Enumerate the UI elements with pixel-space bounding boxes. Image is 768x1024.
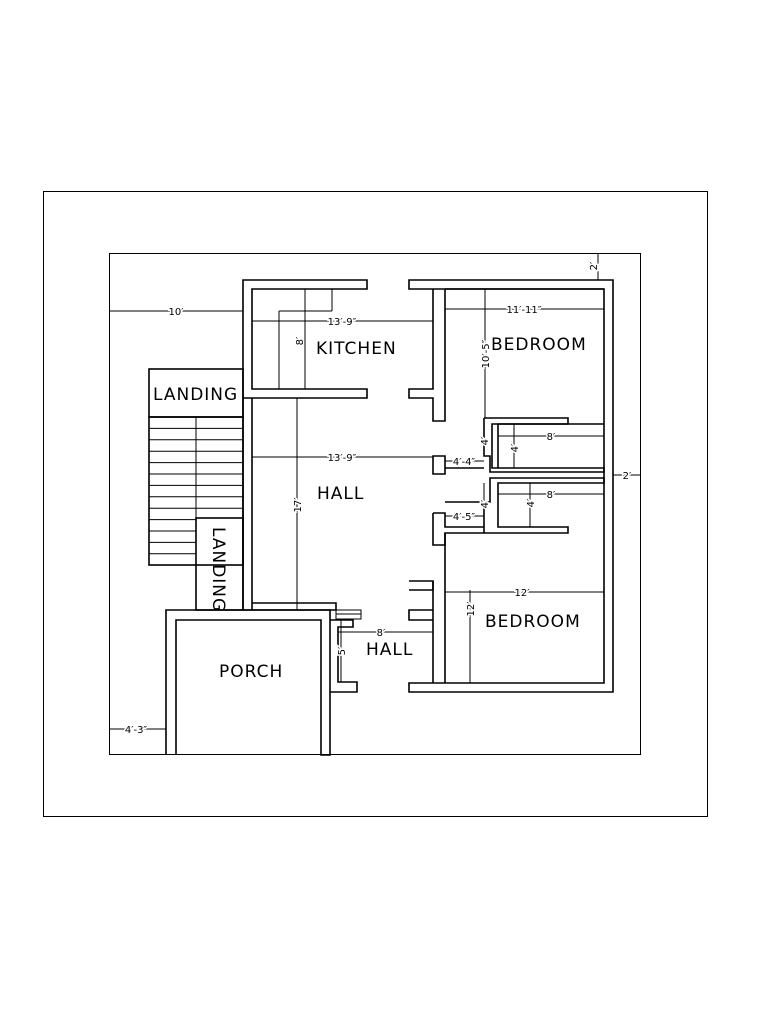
room-label-porch: PORCH [219, 662, 283, 682]
passage-upper-wall [432, 455, 446, 475]
small-hall-wall [330, 619, 358, 693]
dim-kitchen-depth: 8′ [295, 336, 306, 345]
stair-treads [149, 427, 243, 555]
bedroom-bottom-partition [409, 533, 446, 683]
dim-hall-width: 13′-9″ [328, 453, 357, 464]
bedroom-bottom-door [408, 581, 434, 621]
room-label-landing-side: LANDING [208, 527, 228, 612]
dim-toilet-lower-door: 4′ [480, 499, 491, 508]
dim-small-hall-depth: 5′ [337, 646, 348, 655]
room-label-hall-main: HALL [317, 484, 364, 504]
room-label-bedroom-bottom: BEDROOM [485, 612, 581, 632]
room-label-landing-top: LANDING [153, 385, 238, 405]
kitchen-wall [242, 279, 368, 399]
dim-bedroom-bottom-depth: 12′ [466, 601, 477, 617]
dim-toilet-upper-door: 4′ [480, 436, 491, 445]
dim-right-margin: 2′ [623, 471, 632, 482]
dim-porch-setback: 4′-3″ [125, 725, 148, 736]
dim-toilet-lower-depth: 4′ [526, 498, 537, 507]
dim-kitchen-width: 13′-9″ [328, 317, 357, 328]
bedroom-top-partition [408, 289, 446, 422]
dimension-lines [110, 253, 640, 730]
dim-bedroom-bottom-width: 12′ [515, 588, 531, 599]
dim-small-hall-width: 8′ [377, 628, 386, 639]
dim-passage-lower: 4′-5″ [453, 512, 476, 523]
stair-landing-side [195, 517, 244, 611]
dim-passage-upper: 4′-4″ [453, 457, 476, 468]
dim-top-margin: 2′ [589, 261, 600, 270]
dim-bedroom-top-width: 11′-11″ [506, 305, 541, 316]
staircase [148, 368, 244, 611]
porch-wall [165, 609, 331, 756]
toilet-lower-wall [483, 477, 605, 534]
sheet-border [43, 191, 708, 817]
hall-bottom-wall [252, 602, 337, 611]
dim-bedroom-top-depth: 10′-5″ [481, 339, 492, 368]
room-label-kitchen: KITCHEN [316, 339, 397, 359]
dimension-text: 2′ 10′ 13′-9″ 8′ 11′-11″ 10′-5″ 13′-9″ 1… [123, 259, 633, 737]
plot-boundary [109, 253, 641, 755]
bedroom-top-bottom [484, 417, 569, 469]
dim-toilet-upper-width: 8′ [547, 432, 556, 443]
hall-left-wall [242, 398, 253, 611]
dim-toilet-upper-depth: 4′ [510, 443, 521, 452]
walls [165, 279, 614, 756]
dim-left-setback: 10′ [169, 307, 185, 318]
room-label-bedroom-top: BEDROOM [491, 335, 587, 355]
toilet-upper-wall [483, 418, 605, 473]
dim-hall-depth: 17′ [293, 497, 304, 513]
dim-toilet-lower-width: 8′ [547, 490, 556, 501]
room-label-hall-small: HALL [366, 640, 413, 660]
